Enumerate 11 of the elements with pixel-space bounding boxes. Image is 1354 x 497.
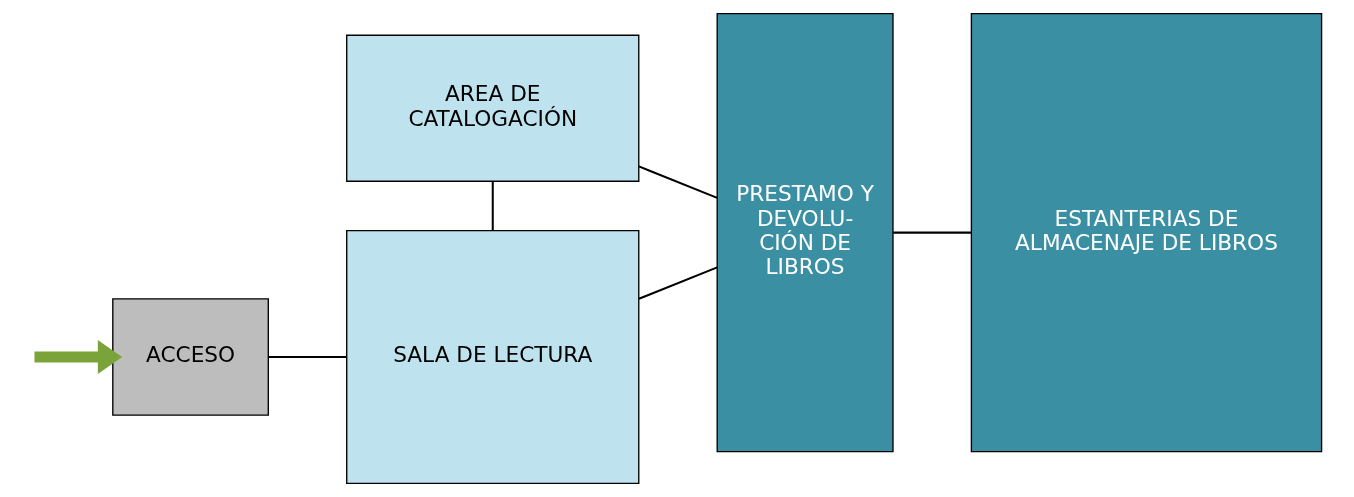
node-box: PRESTAMO Y DEVOLU- CIÓN DE LIBROS <box>716 12 894 453</box>
node-box: ESTANTERIAS DE ALMACENAJE DE LIBROS <box>970 12 1322 453</box>
connector <box>892 231 971 234</box>
connector <box>638 165 718 199</box>
connector <box>491 181 494 231</box>
arrow <box>34 340 122 374</box>
node-box: ACCESO <box>111 298 269 416</box>
connector <box>268 356 346 359</box>
connector <box>638 266 718 300</box>
node-box: SALA DE LECTURA <box>345 229 639 485</box>
node-box: AREA DE CATALOGACIÓN <box>345 34 639 182</box>
